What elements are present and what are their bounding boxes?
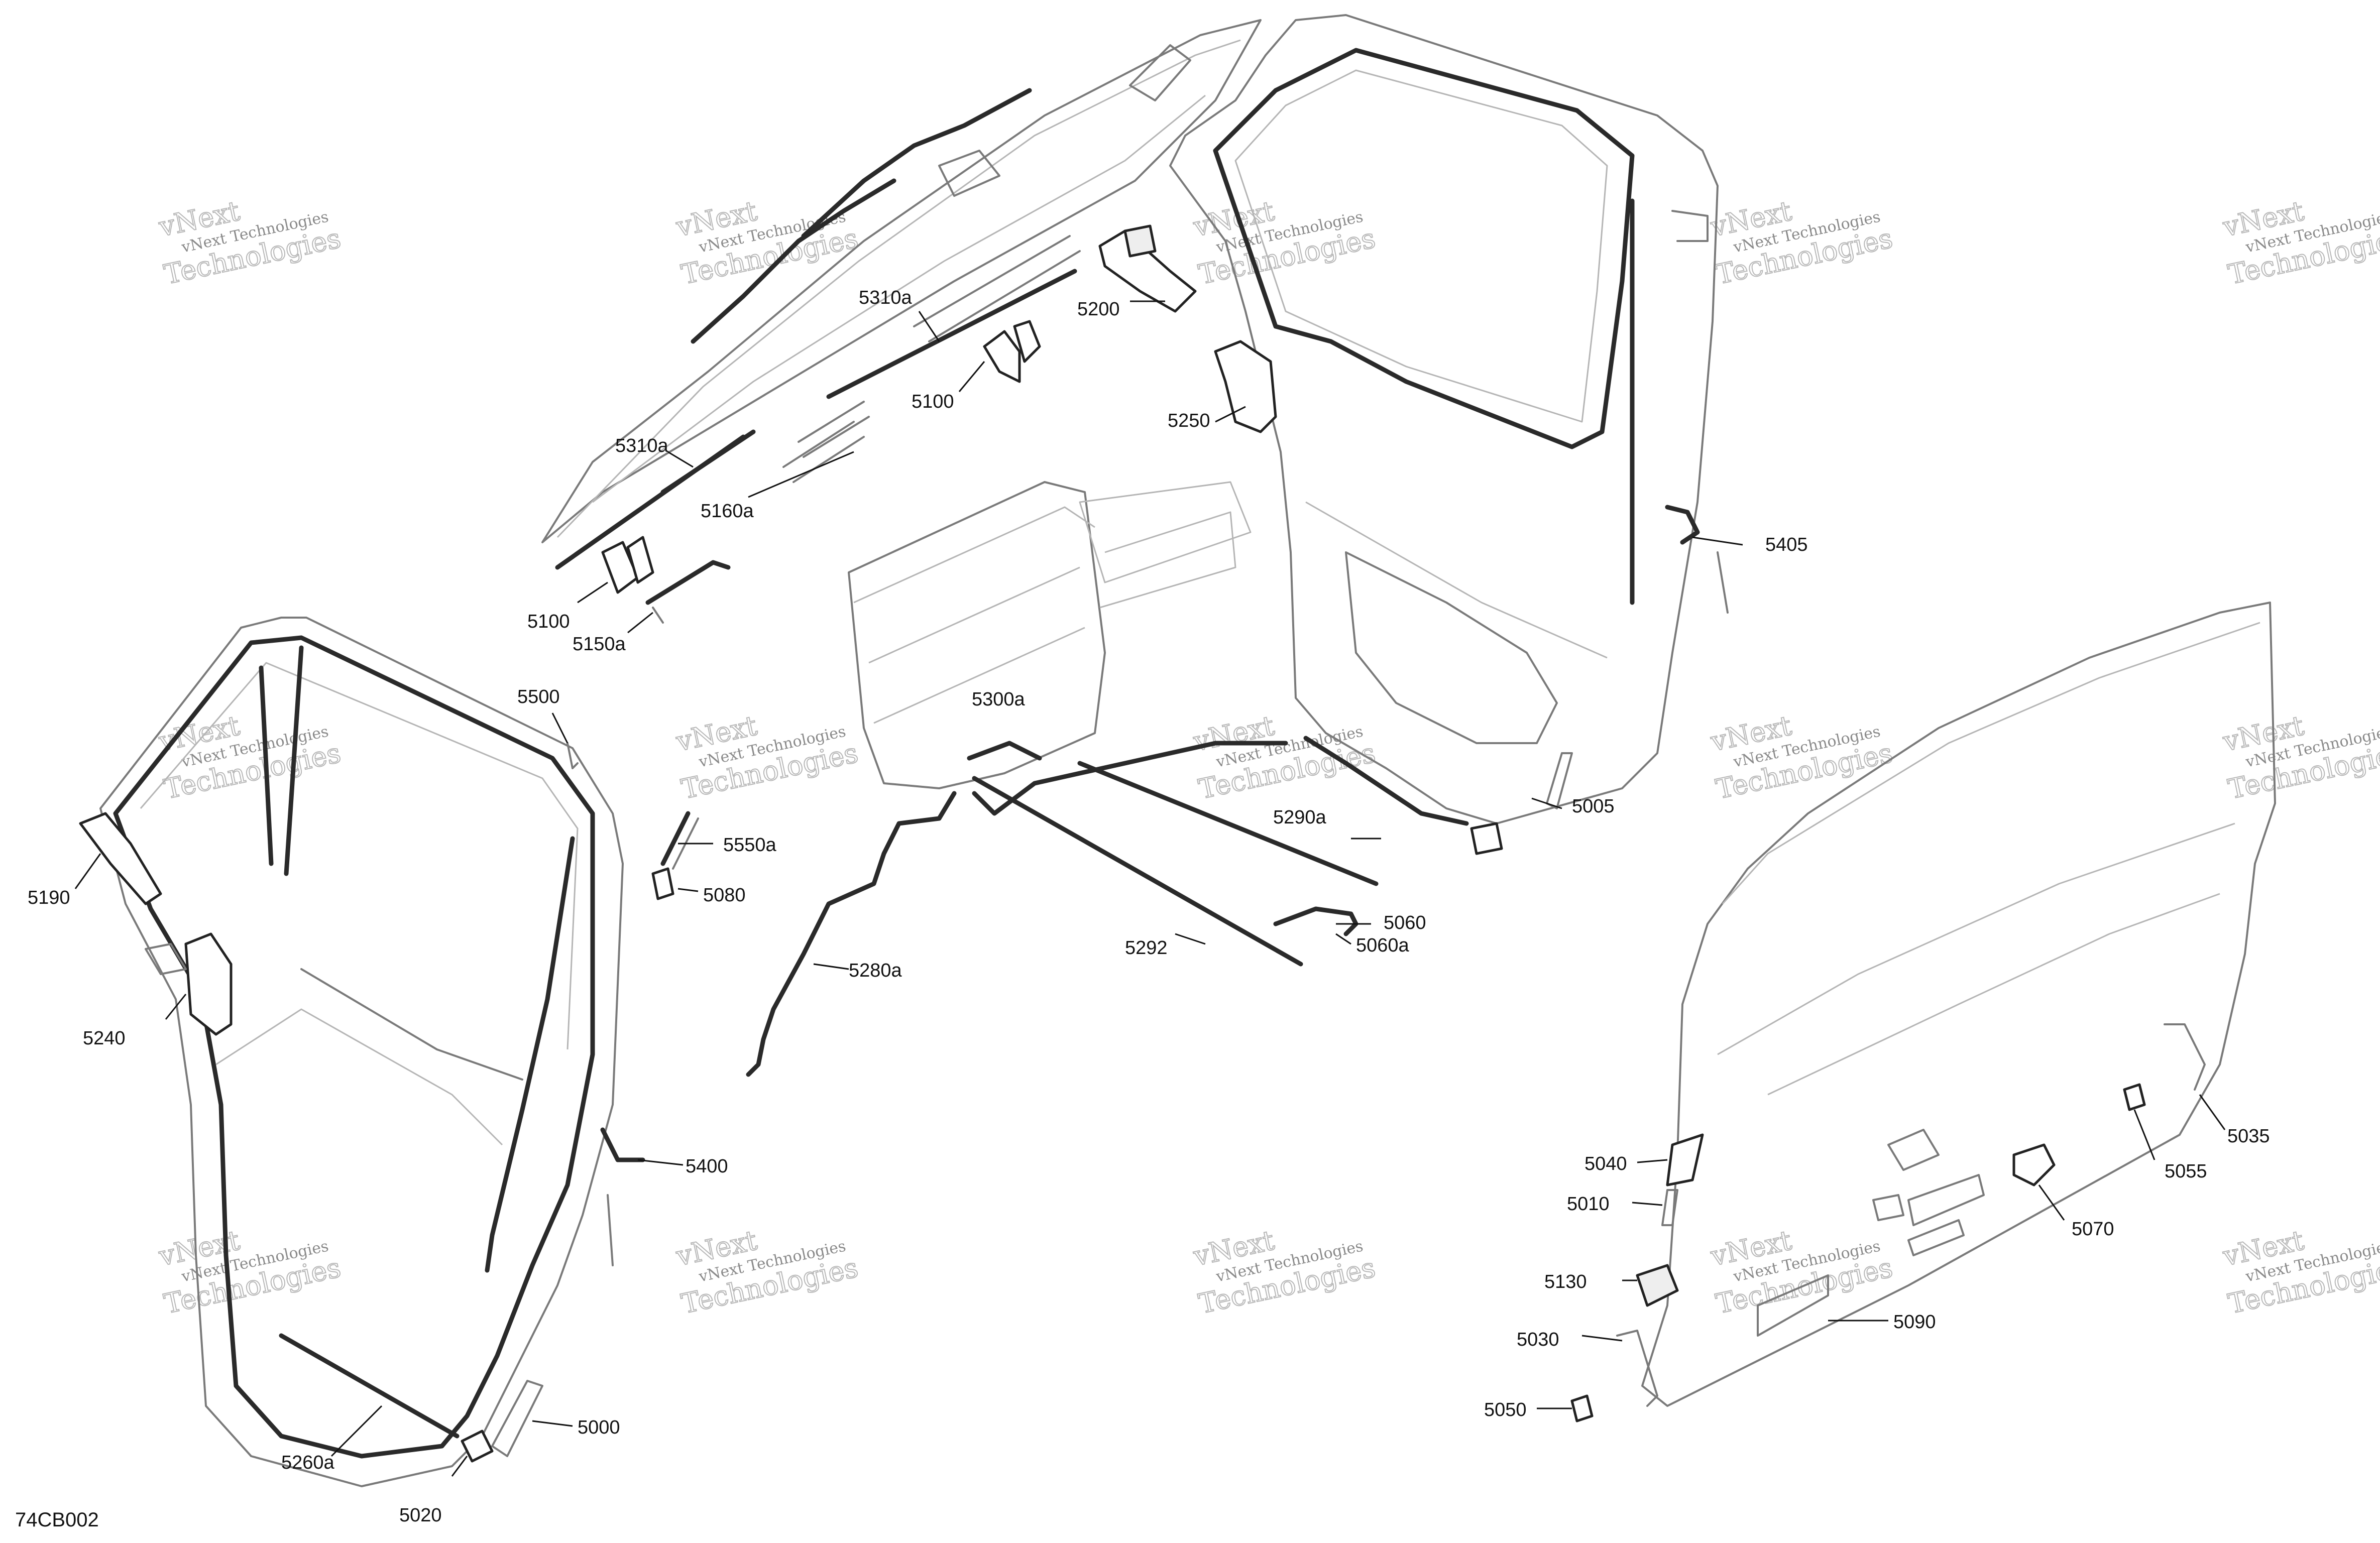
part-5500 <box>566 742 579 769</box>
callout-5040: 5040 <box>1584 1153 1627 1174</box>
callout-5292: 5292 <box>1125 937 1168 959</box>
callout-5060a: 5060a <box>1356 935 1410 956</box>
callout-labels: 5310a 5200 5100 5250 5310a 5160a 5405 51… <box>28 287 2270 1526</box>
part-5060 <box>1273 906 1358 936</box>
part-5035 <box>2164 1023 2206 1091</box>
rod-5292 <box>972 776 1303 967</box>
callout-5030: 5030 <box>1517 1329 1559 1350</box>
callout-5310a: 5310a <box>615 435 669 456</box>
callout-5005: 5005 <box>1572 796 1615 817</box>
part-5200 <box>1098 224 1197 313</box>
callout-5400: 5400 <box>686 1156 728 1177</box>
roof-panel <box>541 19 1262 543</box>
callout-5290a: 5290a <box>1273 807 1327 828</box>
part-5005 <box>1303 736 1573 855</box>
callout-5550a: 5550a <box>723 835 777 856</box>
watermark: vNext vNext Technologies Technologies <box>672 709 861 805</box>
watermark: vNext vNext Technologies Technologies <box>2219 194 2380 291</box>
callout-5010: 5010 <box>1567 1194 1610 1215</box>
watermark: vNext vNext Technologies Technologies <box>672 194 861 291</box>
callout-5500: 5500 <box>517 686 560 707</box>
part-5050 <box>1570 1394 1594 1422</box>
callout-5250: 5250 <box>1168 410 1210 431</box>
callout-5090: 5090 <box>1893 1312 1936 1333</box>
watermark: vNext vNext Technologies Technologies <box>1707 1224 1896 1320</box>
rod-5290a <box>1077 761 1379 886</box>
callout-5160a: 5160a <box>701 501 754 522</box>
callout-5000: 5000 <box>578 1417 620 1438</box>
part-5080 <box>651 867 674 900</box>
roof-seal-strips <box>555 235 1081 570</box>
part-5550a <box>660 811 699 870</box>
part-5300a <box>967 741 1042 761</box>
callout-5070: 5070 <box>2072 1219 2114 1240</box>
part-5090 <box>1757 1174 1985 1337</box>
callout-5060: 5060 <box>1384 912 1426 933</box>
watermark: vNext vNext Technologies Technologies <box>1190 1224 1379 1320</box>
callout-5300a: 5300a <box>972 689 1026 710</box>
part-5040 <box>1666 1133 1704 1186</box>
part-5190 <box>79 812 162 905</box>
hinge-lower <box>601 536 654 594</box>
callout-5055: 5055 <box>2165 1161 2207 1182</box>
callout-5310a: 5310a <box>859 287 913 308</box>
watermark: vNext vNext Technologies Technologies <box>1707 194 1896 291</box>
watermark: vNext vNext Technologies Technologies <box>2219 1224 2380 1320</box>
part-5405 <box>1665 505 1729 614</box>
leader-lines <box>74 300 2226 1477</box>
callout-5200: 5200 <box>1077 299 1120 320</box>
part-5000 <box>491 1380 543 1457</box>
callout-5260a: 5260a <box>281 1452 335 1473</box>
part-5130 <box>1636 1264 1679 1307</box>
diagram-reference-id: 74CB002 <box>15 1509 99 1531</box>
watermark: vNext vNext Technologies Technologies <box>1190 194 1379 291</box>
door-left <box>99 617 624 1487</box>
part-5010 <box>1661 1189 1678 1226</box>
rod-5280a <box>746 741 1288 1077</box>
part-5020 <box>461 1430 494 1463</box>
part-5250 <box>1214 340 1277 433</box>
part-5240 <box>145 932 233 1036</box>
part-5400 <box>600 1127 645 1266</box>
watermark: vNext vNext Technologies Technologies <box>155 709 344 805</box>
hinge-upper <box>983 320 1041 383</box>
part-5070 <box>2012 1143 2056 1186</box>
watermark: vNext vNext Technologies Technologies <box>2219 709 2380 805</box>
part-5055 <box>2123 1083 2146 1111</box>
part-5030 <box>1616 1330 1658 1407</box>
callout-5130: 5130 <box>1544 1271 1587 1292</box>
callout-5050: 5050 <box>1484 1399 1527 1420</box>
callout-5035: 5035 <box>2227 1126 2270 1147</box>
callout-5280a: 5280a <box>849 960 902 981</box>
callout-5405: 5405 <box>1765 534 1808 555</box>
watermark: vNext vNext Technologies Technologies <box>155 194 344 291</box>
callout-5150a: 5150a <box>573 634 626 655</box>
center-module <box>848 481 1252 789</box>
callout-5080: 5080 <box>703 885 746 906</box>
rod-5150a <box>645 560 731 624</box>
door-right-upper <box>1169 14 1719 824</box>
door-right-lower <box>1641 602 2276 1407</box>
callout-5100: 5100 <box>912 391 954 412</box>
callout-5020: 5020 <box>399 1505 442 1526</box>
watermark: vNext vNext Technologies Technologies <box>1707 709 1896 805</box>
watermark: vNext vNext Technologies Technologies <box>672 1224 861 1320</box>
watermark: vNext vNext Technologies Technologies <box>155 1224 344 1320</box>
callout-5190: 5190 <box>28 887 70 908</box>
callout-5100: 5100 <box>527 611 570 632</box>
part-5260a <box>279 1333 460 1439</box>
callout-5240: 5240 <box>83 1028 126 1049</box>
